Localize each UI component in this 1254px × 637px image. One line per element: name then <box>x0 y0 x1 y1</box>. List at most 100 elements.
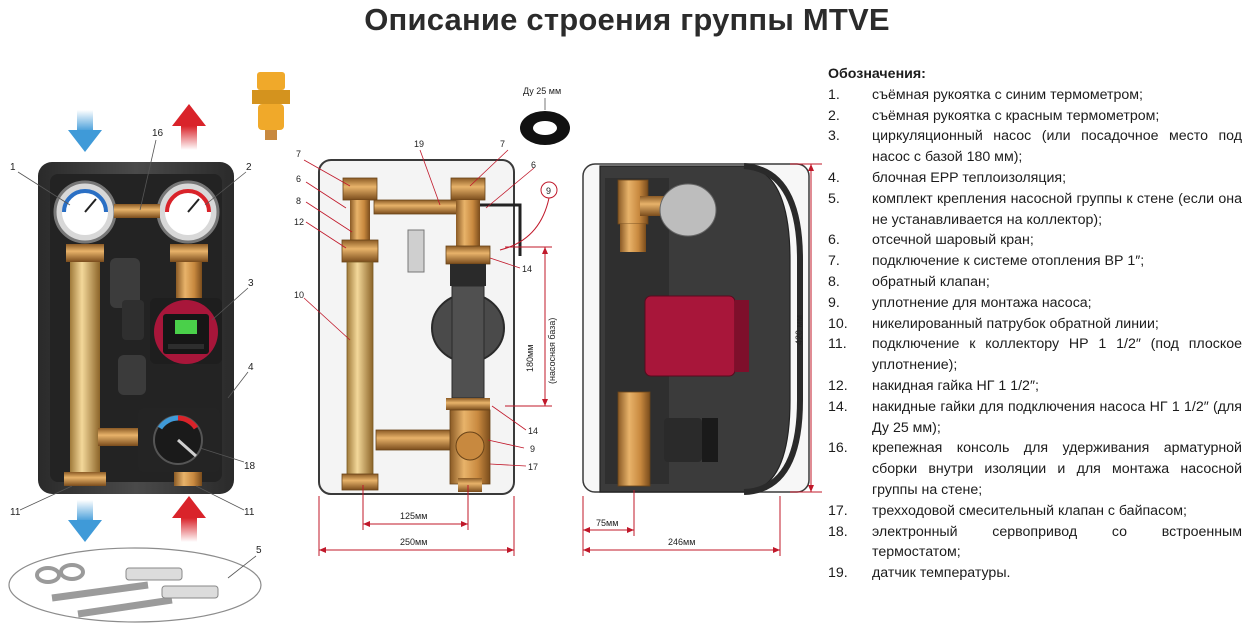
servo-actuator <box>138 408 220 472</box>
legend-item-text: съёмная рукоятка с красным термометром; <box>872 107 1160 124</box>
legend-item: 16. крепежная консоль для удерживания арм… <box>828 438 1242 500</box>
legend-item-number: 12. <box>828 377 848 394</box>
legend-heading: Обозначения: <box>828 66 926 82</box>
legend-item-text: циркуляционный насос (или посадочное мес… <box>872 128 1242 166</box>
callout-18: 18 <box>244 461 256 472</box>
legend-item-text: никелированный патрубок обратной линии; <box>872 315 1159 332</box>
legend-item: 19. датчик температуры. <box>828 563 1242 584</box>
legend-item: 6. отсечной шаровый кран; <box>828 230 1242 251</box>
legend-item-number: 4. <box>828 169 840 186</box>
legend-item-text: накидная гайка НГ 1 1/2″; <box>872 377 1039 394</box>
mounting-bracket <box>114 204 160 218</box>
legend-item-text: подключение к коллектору НР 1 1/2″ (под … <box>872 336 1242 374</box>
legend-item: 5. комплект крепления насосной группы к с… <box>828 189 1242 231</box>
legend-item-number: 17. <box>828 502 848 519</box>
nickel-return-pipe <box>346 261 374 477</box>
legend-item: 1. съёмная рукоятка с синим термометром; <box>828 85 1242 106</box>
legend-item-number: 11. <box>828 336 847 353</box>
legend-item-number: 10. <box>828 315 848 332</box>
hot-supply-arrow-icon <box>172 496 206 542</box>
callout-14-bottom: 14 <box>528 426 538 436</box>
page-title: Описание строения группы MTVE <box>364 2 890 37</box>
legend-item-text: съёмная рукоятка с синим термометром; <box>872 86 1143 103</box>
legend-item-text: комплект крепления насосной группы к сте… <box>872 190 1242 228</box>
legend-item: 18. электронный сервопривод со встроенным… <box>828 522 1242 564</box>
callout-2: 2 <box>246 162 252 173</box>
pump-base-note: (насосная база) <box>547 318 557 384</box>
legend-item: 14. накидные гайки для подключения насоса… <box>828 397 1242 439</box>
side-offset-dimension: 75мм <box>596 518 618 528</box>
callout-7-right: 7 <box>500 139 505 149</box>
legend-item-text: блочная EPP теплоизоляция; <box>872 169 1067 186</box>
left-assembly-photo: 1 2 16 3 4 18 11 11 5 <box>8 72 290 623</box>
legend-item-text: уплотнение для монтажа насоса; <box>872 294 1092 311</box>
return-pipe <box>70 262 100 482</box>
cold-inflow-arrow-icon <box>68 110 102 152</box>
callout-9-top: 9 <box>546 186 551 196</box>
legend-item-text: накидные гайки для подключения насоса НГ… <box>872 398 1242 436</box>
legend-item-text: крепежная консоль для удерживания армату… <box>872 440 1242 498</box>
axis-distance-dimension: 125мм <box>400 511 427 521</box>
legend-item-text: трехходовой смесительный клапан с байпас… <box>872 502 1187 519</box>
callout-3: 3 <box>248 278 254 289</box>
legend-item-number: 1. <box>828 86 840 103</box>
callout-7-left: 7 <box>296 149 301 159</box>
callout-16: 16 <box>152 128 164 139</box>
front-view-drawing: Ду 25 мм 9 180мм (насосная база) <box>294 86 570 556</box>
temperature-sensor-photo <box>252 72 290 140</box>
legend-item-text: подключение к системе отопления ВР 1″; <box>872 253 1145 270</box>
legend-item-number: 14. <box>828 398 848 415</box>
callout-6-right: 6 <box>531 160 536 170</box>
legend-item: 11. подключение к коллектору НР 1 1/2″ (п… <box>828 334 1242 376</box>
front-width-dimension: 250мм <box>400 537 427 547</box>
legend-item-number: 8. <box>828 273 840 290</box>
height-dimension: 420 мм <box>794 315 804 345</box>
legend-item-text: отсечной шаровый кран; <box>872 232 1034 249</box>
callout-12: 12 <box>294 217 304 227</box>
legend-item: 3. циркуляционный насос (или посадочное м… <box>828 126 1242 168</box>
pump-seal-ring: Ду 25 мм <box>520 86 570 145</box>
legend-item: 2. съёмная рукоятка с красным термометром… <box>828 106 1242 127</box>
circulation-pump <box>150 298 222 364</box>
callout-10: 10 <box>294 290 304 300</box>
blue-thermometer-handle <box>53 180 117 244</box>
callout-17: 17 <box>528 462 538 472</box>
side-depth-dimension: 246мм <box>668 537 695 547</box>
legend-list: 1. съёмная рукоятка с синим термометром; 2… <box>828 85 1242 584</box>
callout-19: 19 <box>414 139 424 149</box>
legend-item-number: 18. <box>828 523 848 540</box>
legend-panel: Обозначения: 1. съёмная рукоятка с синим … <box>828 64 1242 584</box>
legend-item-number: 9. <box>828 294 840 311</box>
legend-item-text: обратный клапан; <box>872 273 990 290</box>
callout-11-left: 11 <box>10 507 21 518</box>
callout-11-right: 11 <box>244 507 255 518</box>
side-view-drawing: 420 мм 75мм 246мм <box>582 163 822 556</box>
legend-item: 9. уплотнение для монтажа насоса; <box>828 293 1242 314</box>
legend-item-number: 19. <box>828 565 848 582</box>
callout-5: 5 <box>256 545 262 556</box>
legend-item-number: 6. <box>828 232 840 249</box>
red-thermometer-handle <box>156 180 220 244</box>
legend-item: 4. блочная EPP теплоизоляция; <box>828 168 1242 189</box>
callout-9-bottom: 9 <box>530 444 535 454</box>
legend-item: 10. никелированный патрубок обратной лини… <box>828 314 1242 335</box>
pump-motor-side <box>644 295 736 377</box>
callout-1: 1 <box>10 162 16 173</box>
seal-size-label: Ду 25 мм <box>523 86 561 96</box>
cold-return-arrow-icon <box>68 500 102 542</box>
pump-base-dimension: 180мм <box>525 345 535 372</box>
legend-item: 12. накидная гайка НГ 1 1/2″; <box>828 376 1242 397</box>
hot-outflow-arrow-icon <box>172 104 206 150</box>
callout-6-left: 6 <box>296 174 301 184</box>
legend-item-number: 2. <box>828 107 840 124</box>
legend-item-number: 7. <box>828 253 840 270</box>
callout-14-top: 14 <box>522 264 532 274</box>
callout-8: 8 <box>296 196 301 206</box>
legend-item-text: электронный сервопривод со встроенным те… <box>872 523 1242 561</box>
legend-item-number: 3. <box>828 128 840 145</box>
legend-item-number: 5. <box>828 190 840 207</box>
legend-item-number: 16. <box>828 440 848 457</box>
legend-item-text: датчик температуры. <box>872 565 1011 582</box>
legend-item: 7. подключение к системе отопления ВР 1″; <box>828 251 1242 272</box>
